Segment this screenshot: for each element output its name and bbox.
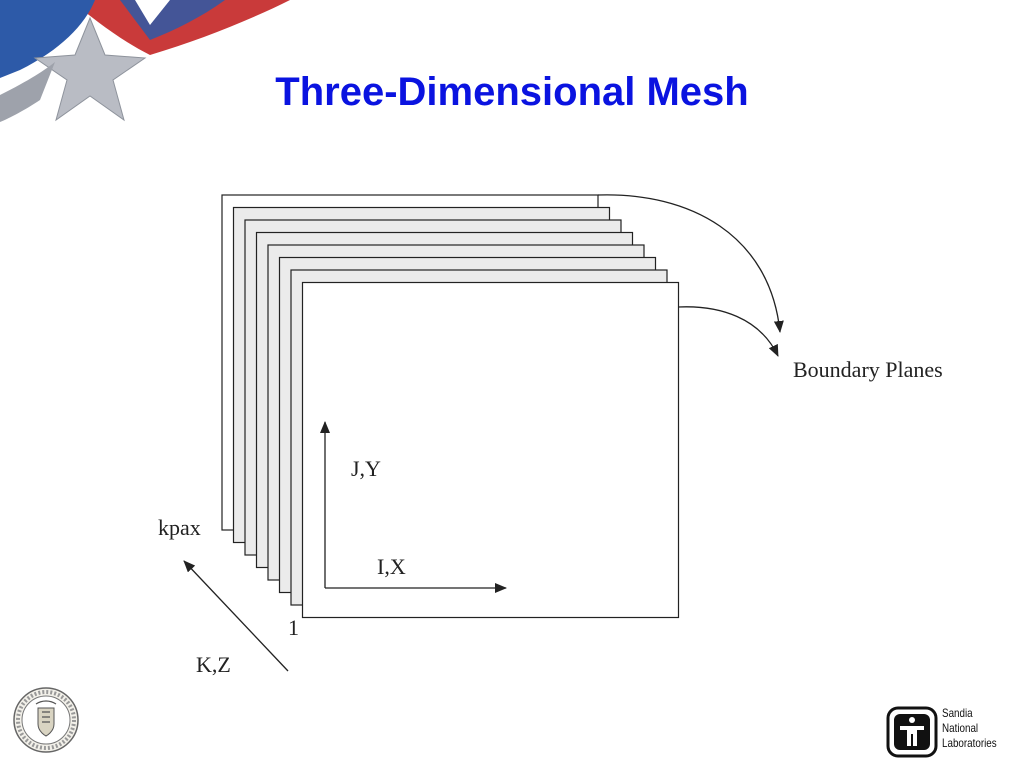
j-axis-label: J,Y (351, 456, 381, 481)
k-max-label: kpax (158, 515, 201, 540)
sandia-name-line-3: Laboratories (942, 736, 997, 750)
k-axis-arrow (183, 560, 289, 672)
slide-title: Three-Dimensional Mesh (275, 70, 749, 114)
flag-star-graphic (0, 0, 290, 140)
sandia-name-line-1: Sandia (942, 706, 973, 720)
mesh-planes (221, 194, 680, 619)
i-axis-label: I,X (377, 554, 406, 579)
sandia-logo (886, 706, 938, 758)
boundary-planes-label: Boundary Planes (793, 357, 943, 382)
k-min-label: 1 (288, 615, 299, 640)
doe-seal-logo (13, 687, 79, 753)
sandia-lab-name: Sandia National Laboratories (942, 706, 1008, 751)
front-plane (301, 281, 680, 619)
boundary-arrow-front (677, 306, 779, 357)
k-axis-label: K,Z (196, 652, 231, 677)
sandia-name-line-2: National (942, 721, 979, 735)
boundary-arrow-back (597, 194, 784, 333)
